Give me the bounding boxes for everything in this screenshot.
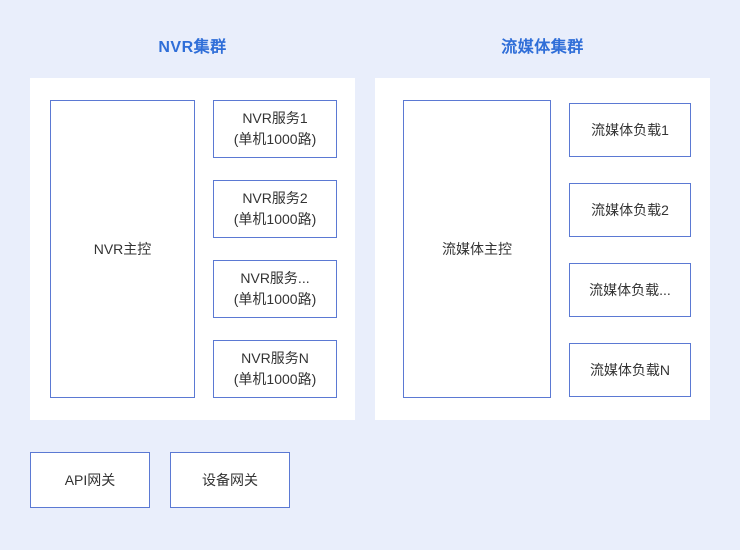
media-load-label: 流媒体负载N xyxy=(589,361,671,378)
media-load-box-1: 流媒体负载1 xyxy=(569,103,691,157)
nvr-service-capacity: (单机1000路) xyxy=(233,371,317,387)
media-load-label: 流媒体负载2 xyxy=(591,201,669,218)
media-master-box: 流媒体主控 xyxy=(403,100,551,398)
nvr-service-label: NVR服务2 xyxy=(242,190,308,206)
nvr-master-box: NVR主控 xyxy=(50,100,195,398)
nvr-service-label: NVR服务N xyxy=(241,350,309,366)
nvr-service-capacity: (单机1000路) xyxy=(233,211,317,227)
nvr-service-box-2: NVR服务2 (单机1000路) xyxy=(213,180,337,238)
nvr-service-box-1: NVR服务1 (单机1000路) xyxy=(213,100,337,158)
api-gateway-box: API网关 xyxy=(30,452,150,508)
nvr-service-box-ellipsis: NVR服务... (单机1000路) xyxy=(213,260,337,318)
nvr-service-label: NVR服务1 xyxy=(242,110,308,126)
nvr-service-capacity: (单机1000路) xyxy=(233,131,317,147)
device-gateway-box: 设备网关 xyxy=(170,452,290,508)
media-load-box-n: 流媒体负载N xyxy=(569,343,691,397)
media-load-label: 流媒体负载... xyxy=(589,281,671,298)
nvr-service-box-n: NVR服务N (单机1000路) xyxy=(213,340,337,398)
nvr-master-label: NVR主控 xyxy=(93,241,152,257)
nvr-service-capacity: (单机1000路) xyxy=(233,291,317,307)
media-cluster-panel: 流媒体主控 流媒体负载1 流媒体负载2 流媒体负载... 流媒体负载N xyxy=(375,78,710,420)
device-gateway-label: 设备网关 xyxy=(202,472,258,488)
media-load-box-ellipsis: 流媒体负载... xyxy=(569,263,691,317)
media-cluster-title: 流媒体集群 xyxy=(501,39,584,56)
media-master-label: 流媒体主控 xyxy=(442,241,512,257)
nvr-cluster-panel: NVR主控 NVR服务1 (单机1000路) NVR服务2 (单机1000路) … xyxy=(30,78,355,420)
api-gateway-label: API网关 xyxy=(64,472,116,488)
nvr-cluster-title: NVR集群 xyxy=(158,39,227,56)
media-load-label: 流媒体负载1 xyxy=(591,121,669,138)
nvr-service-label: NVR服务... xyxy=(240,270,310,286)
media-load-box-2: 流媒体负载2 xyxy=(569,183,691,237)
